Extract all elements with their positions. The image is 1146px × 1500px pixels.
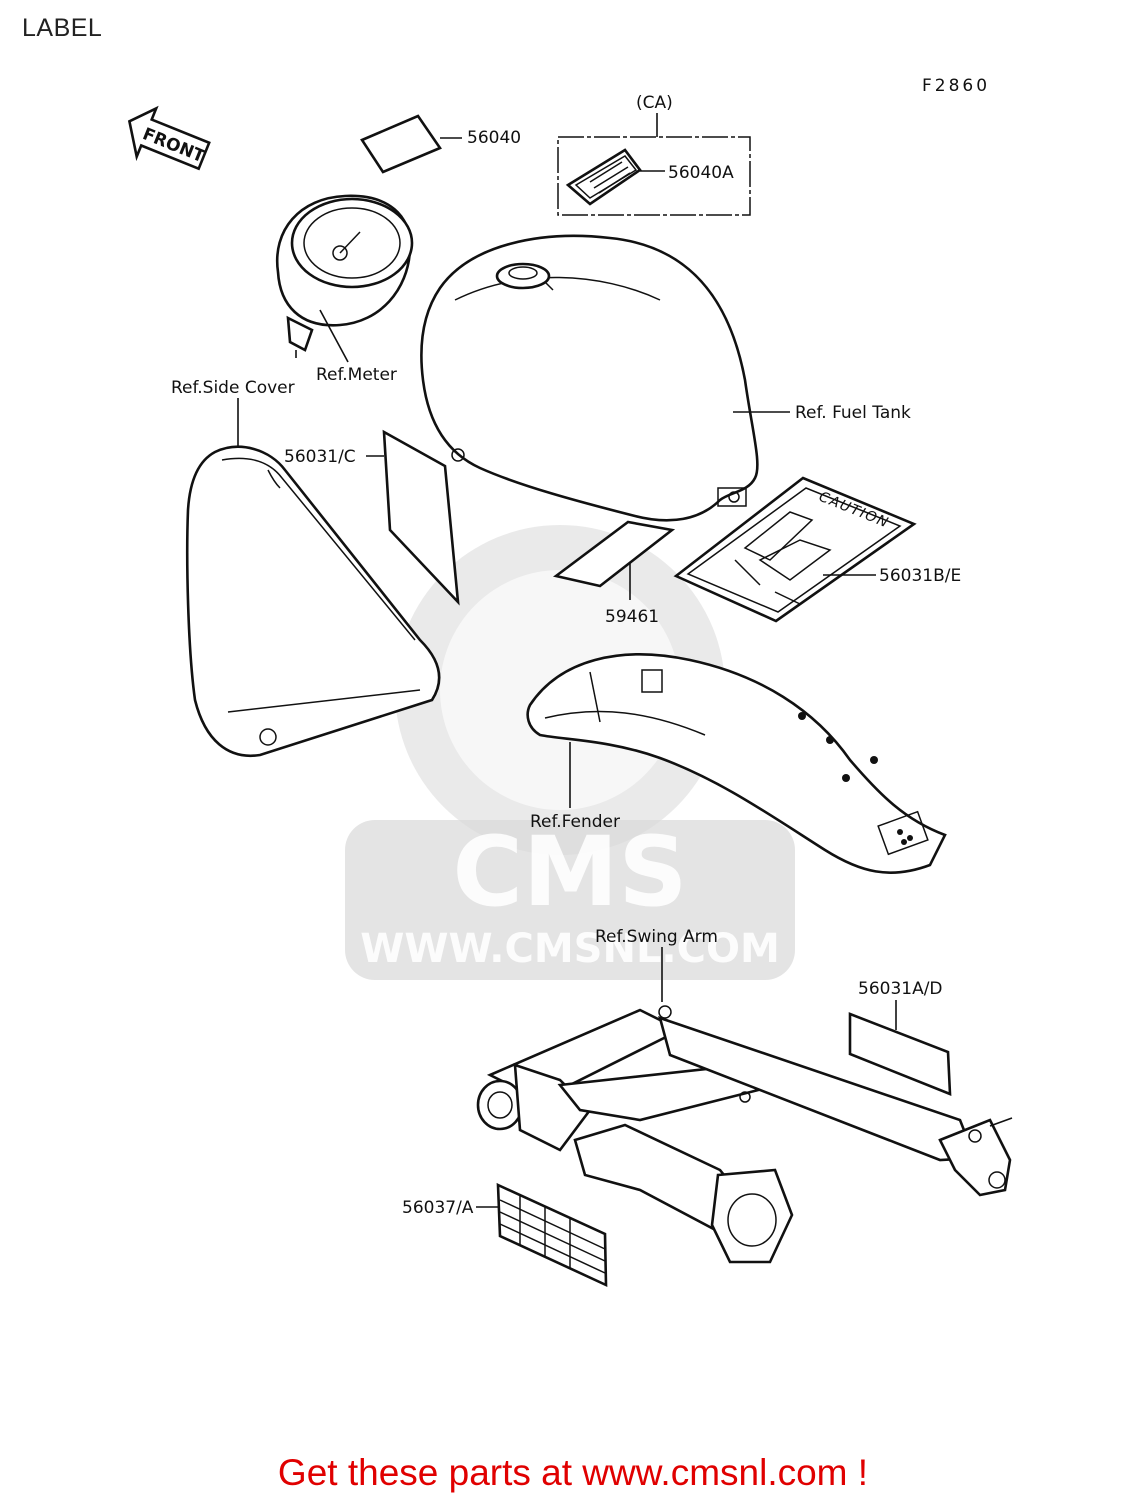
part-56031be-label: 56031B/E: [879, 566, 961, 586]
watermark-brand: CMS: [452, 816, 687, 928]
rear-fender: [526, 653, 947, 874]
part-56037a-label: 56037/A: [402, 1198, 474, 1218]
part-59461-label: 59461: [605, 607, 659, 627]
ref-swing-arm-label: Ref.Swing Arm: [595, 927, 718, 947]
meter-assembly: [275, 194, 414, 363]
part-56037a: [496, 1182, 608, 1288]
ref-fender-label: Ref.Fender: [530, 812, 620, 832]
part-56031c: [382, 429, 460, 606]
figure-code: F2860: [922, 76, 990, 96]
part-56031ad-label: 56031A/D: [858, 979, 943, 999]
part-56040: [360, 114, 462, 174]
part-56031ad: [848, 1012, 952, 1096]
part-56031c-label: 56031/C: [284, 447, 356, 467]
part-56040a-label: 56040A: [668, 163, 734, 183]
part-59461: [552, 520, 676, 588]
fuel-tank: [420, 234, 790, 522]
footer-cta-link[interactable]: Get these parts at www.cmsnl.com !: [277, 1452, 869, 1493]
swing-arm: [476, 1005, 1013, 1264]
page-title: LABEL: [22, 14, 103, 42]
ref-side-cover-label: Ref.Side Cover: [171, 378, 295, 398]
ref-meter-label: Ref.Meter: [316, 365, 397, 385]
part-56040-label: 56040: [467, 128, 521, 148]
watermark-url: WWW.CMSNL.COM: [360, 926, 780, 972]
front-arrow-icon: FRONT: [127, 105, 211, 171]
side-cover: [185, 445, 441, 758]
part-56040a: [557, 113, 751, 216]
ref-fuel-tank-label: Ref. Fuel Tank: [795, 403, 911, 423]
ca-label: (CA): [636, 93, 673, 113]
